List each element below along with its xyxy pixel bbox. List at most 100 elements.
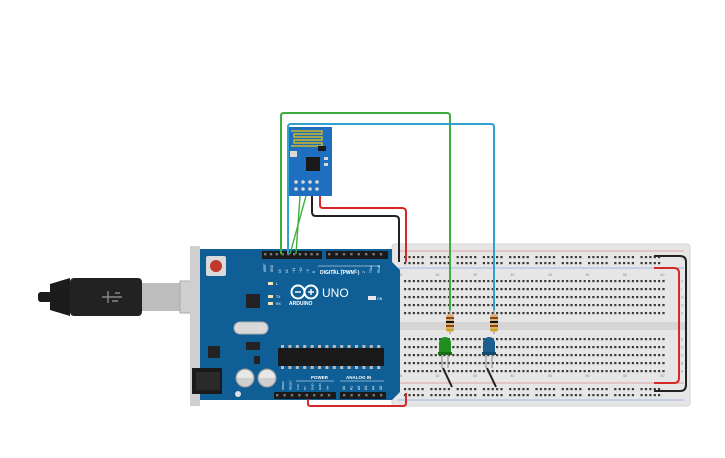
analog-header bbox=[340, 392, 386, 399]
analog-pin-label: A1 bbox=[349, 386, 353, 390]
wire-rail-gnd-bridge[interactable] bbox=[654, 255, 687, 392]
wire-led-blue-gnd[interactable] bbox=[486, 367, 497, 388]
wire-green-led[interactable] bbox=[280, 112, 451, 310]
column-label: 60 bbox=[661, 273, 665, 277]
row-label: I bbox=[681, 288, 682, 292]
digital-pin-label: 12 bbox=[285, 269, 289, 273]
row-label: G bbox=[681, 304, 684, 308]
led-green[interactable] bbox=[438, 337, 452, 368]
atmega-chip-legs bbox=[281, 345, 381, 369]
digital-pin-label: RX◂0 bbox=[377, 265, 381, 273]
breadboard-center-channel bbox=[395, 322, 687, 330]
mount-hole bbox=[235, 391, 241, 397]
usb-strain-relief bbox=[50, 278, 70, 316]
power-header bbox=[274, 392, 336, 399]
esp8266-flash-chip bbox=[318, 146, 326, 151]
analog-pin-label: A3 bbox=[364, 386, 368, 390]
power-label: POWER bbox=[311, 375, 329, 380]
digital-pin-label: 4 bbox=[347, 271, 351, 273]
digital-pin-label: ~3 bbox=[354, 269, 358, 273]
power-pin-label: 3.3V bbox=[296, 384, 300, 390]
reset-button[interactable] bbox=[210, 260, 222, 272]
analog-label: ANALOG IN bbox=[346, 375, 371, 380]
row-label: C bbox=[681, 354, 684, 358]
column-label: 40 bbox=[511, 273, 515, 277]
wire-esp-gnd[interactable] bbox=[311, 196, 400, 262]
usb-chip bbox=[246, 294, 260, 308]
digital-pin-label: ~6 bbox=[332, 269, 336, 273]
column-label: 50 bbox=[586, 273, 590, 277]
power-jack-inner bbox=[196, 372, 220, 390]
row-label: F bbox=[681, 312, 683, 316]
column-label: 45 bbox=[548, 374, 552, 378]
wire-5v-rail[interactable] bbox=[307, 393, 407, 407]
capacitor-2-top bbox=[259, 370, 275, 378]
led-blue[interactable] bbox=[482, 337, 496, 368]
column-label: 35 bbox=[473, 273, 477, 277]
board-left-edge bbox=[190, 246, 200, 406]
rx-label: RX bbox=[276, 302, 282, 306]
digital-pin-label: 8 bbox=[312, 271, 316, 273]
digital-pin-label: TX▸1 bbox=[369, 265, 373, 273]
column-label: 50 bbox=[586, 374, 590, 378]
aref-label: AREF bbox=[263, 263, 267, 272]
header-top-right bbox=[326, 251, 388, 259]
digital-label: DIGITAL (PWM~) bbox=[320, 270, 360, 276]
digital-pin-label: ~10 bbox=[299, 267, 303, 273]
wire-rail-vcc-bridge[interactable] bbox=[654, 267, 680, 384]
wire-esp-rx[interactable] bbox=[289, 195, 307, 255]
usb-icon bbox=[102, 291, 122, 303]
power-pin-label: 5V bbox=[303, 386, 307, 390]
l-label: L bbox=[276, 282, 278, 286]
breadboard-holes bbox=[404, 256, 665, 397]
gnd-top-label: GND bbox=[270, 264, 274, 272]
header-pins-bottom bbox=[276, 394, 383, 397]
esp8266-pins bbox=[294, 180, 319, 191]
digital-pin-label: ~5 bbox=[340, 269, 344, 273]
small-component-2 bbox=[254, 356, 260, 364]
wire-led-green-gnd[interactable] bbox=[442, 367, 453, 388]
digital-pin-label: 2 bbox=[362, 271, 366, 273]
digital-pin-label: ~11 bbox=[292, 268, 296, 273]
wires bbox=[280, 112, 687, 407]
column-label: 35 bbox=[473, 374, 477, 378]
usb-cable-end bbox=[38, 292, 52, 302]
analog-pin-label: A5 bbox=[379, 386, 383, 390]
resistor-1[interactable] bbox=[446, 310, 454, 334]
power-pin-label: RESET bbox=[288, 380, 292, 390]
on-label: ON bbox=[377, 297, 383, 301]
digital-pin-label: 7 bbox=[325, 271, 329, 273]
digital-pin-label: 13 bbox=[278, 269, 282, 273]
rx-led bbox=[268, 302, 273, 305]
row-label: J bbox=[681, 280, 683, 284]
power-pin-label: GND bbox=[318, 383, 322, 391]
analog-pin-label: A0 bbox=[342, 386, 346, 390]
voltage-regulator bbox=[208, 346, 220, 358]
esp8266-wifi-module[interactable] bbox=[287, 127, 332, 196]
uno-label: UNO bbox=[322, 286, 349, 300]
header-pins-top bbox=[264, 253, 383, 256]
arduino-logo bbox=[290, 284, 319, 300]
tx-label: TX bbox=[276, 295, 281, 299]
breadboard[interactable]: 2530354045505560 2530354045505560 JIHGFE… bbox=[391, 243, 691, 407]
column-label: 60 bbox=[661, 374, 665, 378]
wire-blue-led[interactable] bbox=[287, 123, 495, 310]
tx-led bbox=[268, 295, 273, 298]
usb-cable[interactable] bbox=[38, 278, 205, 316]
column-label: 30 bbox=[436, 374, 440, 378]
analog-pin-label: A4 bbox=[372, 386, 376, 390]
resistor-2[interactable] bbox=[490, 310, 498, 334]
atmega-chip bbox=[278, 348, 384, 366]
esp8266-antenna bbox=[291, 130, 323, 147]
l-led bbox=[268, 282, 273, 285]
esp8266-smd-1 bbox=[324, 157, 328, 160]
on-led bbox=[368, 296, 376, 300]
crystal-oscillator bbox=[233, 321, 269, 335]
digital-pin-label: ~9 bbox=[306, 269, 310, 273]
wire-esp-vcc[interactable] bbox=[319, 196, 407, 262]
